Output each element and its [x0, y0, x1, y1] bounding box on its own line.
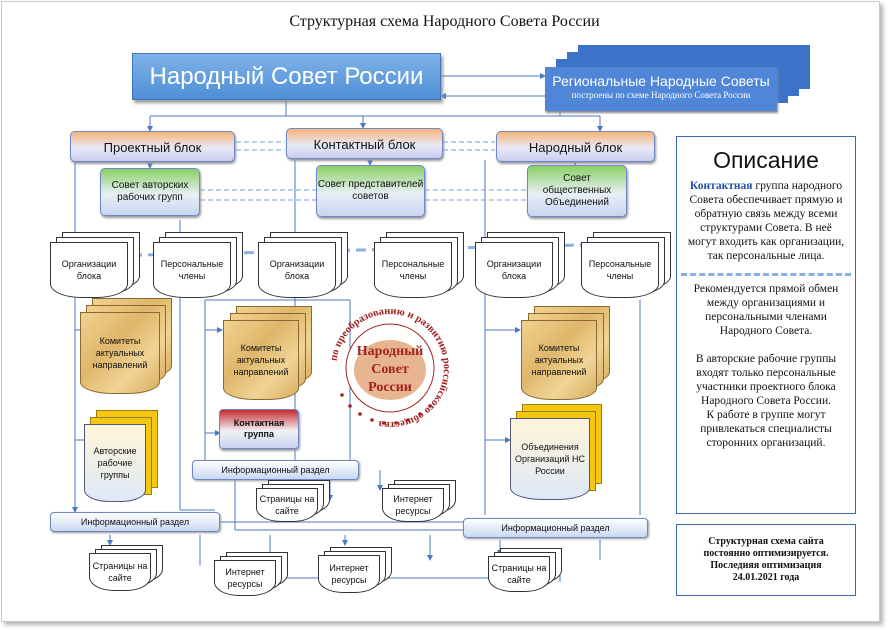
council-representatives: Совет представителей советов: [316, 165, 425, 217]
personal-members-people: Персональные члены: [581, 242, 659, 298]
org-block-people: Организации блока: [475, 242, 553, 298]
author-working-groups: Авторские рабочие группы: [84, 424, 146, 502]
project-block: Проектный блок: [70, 131, 235, 162]
emblem-line-3: России: [368, 380, 412, 395]
site-pages-people: Страницы на сайте: [488, 556, 550, 592]
description-paragraph-1: Контактная группа народного Совета обесп…: [685, 179, 847, 263]
site-pages-project: Страницы на сайте: [89, 553, 151, 591]
regional-councils-box: Региональные Народные Советы построены п…: [545, 67, 777, 111]
org-block-project: Организации блока: [50, 242, 128, 298]
internet-resources-people: Интернет ресурсы: [318, 555, 380, 593]
info-section-project: Информационный раздел: [50, 512, 220, 532]
org-block-contact: Организации блока: [258, 242, 336, 298]
description-divider: [681, 273, 851, 276]
contact-group: Контактная группа: [219, 409, 299, 449]
committees-people: Комитеты актуальных направлений: [521, 320, 597, 400]
description-heading: Описание: [713, 147, 819, 173]
site-pages-contact: Страницы на сайте: [256, 488, 318, 522]
description-p1-text: группа народного Совета обеспечивает пря…: [687, 180, 845, 262]
description-paragraph-4: К работе в группе могут привлекаться спе…: [700, 409, 832, 449]
description-paragraph-3: В авторские рабочие группы входят только…: [695, 353, 837, 407]
description-highlight: Контактная: [689, 180, 753, 192]
description-paragraph-2: Рекомендуется прямой обмен между организ…: [693, 283, 839, 337]
emblem-line-1: Народный: [357, 344, 423, 359]
unions-organizations: Объединения Организаций НС России: [510, 418, 590, 500]
note-line-3: Последняя оптимизация: [710, 560, 822, 571]
contact-block: Контактный блок: [286, 128, 443, 159]
emblem-seal: по преобразованию и развитию российского…: [328, 306, 452, 430]
note-line-2: постоянно оптимизируется.: [703, 548, 829, 559]
council-authors: Совет авторских рабочих групп: [100, 168, 200, 216]
emblem-line-2: Совет: [371, 362, 409, 377]
note-line-1: Структурная схема сайта: [708, 536, 824, 547]
info-section-contact: Информационный раздел: [192, 460, 359, 480]
internet-resources-contact: Интернет ресурсы: [382, 488, 444, 522]
main-box-people-council: Народный Совет России: [132, 53, 441, 100]
council-public: Совет общественных Объединений: [527, 165, 627, 217]
optimization-note: Структурная схема сайта постоянно оптими…: [676, 524, 856, 596]
personal-members-contact: Персональные члены: [374, 242, 452, 298]
regional-subtitle: построены по схеме Народного Совета Росс…: [571, 90, 751, 100]
regional-title: Региональные Народные Советы: [552, 73, 770, 89]
info-section-people: Информационный раздел: [463, 518, 648, 538]
committees-project: Комитеты актуальных направлений: [80, 312, 160, 394]
internet-resources-project: Интернет ресурсы: [214, 560, 276, 596]
note-line-4: 24.01.2021 года: [732, 572, 800, 583]
people-block: Народный блок: [496, 131, 655, 162]
committees-contact: Комитеты актуальных направлений: [223, 320, 299, 400]
page-title: Структурная схема Народного Совета Росси…: [289, 13, 600, 30]
description-panel: Описание Контактная группа народного Сов…: [676, 136, 856, 514]
personal-members-project: Персональные члены: [153, 242, 231, 298]
